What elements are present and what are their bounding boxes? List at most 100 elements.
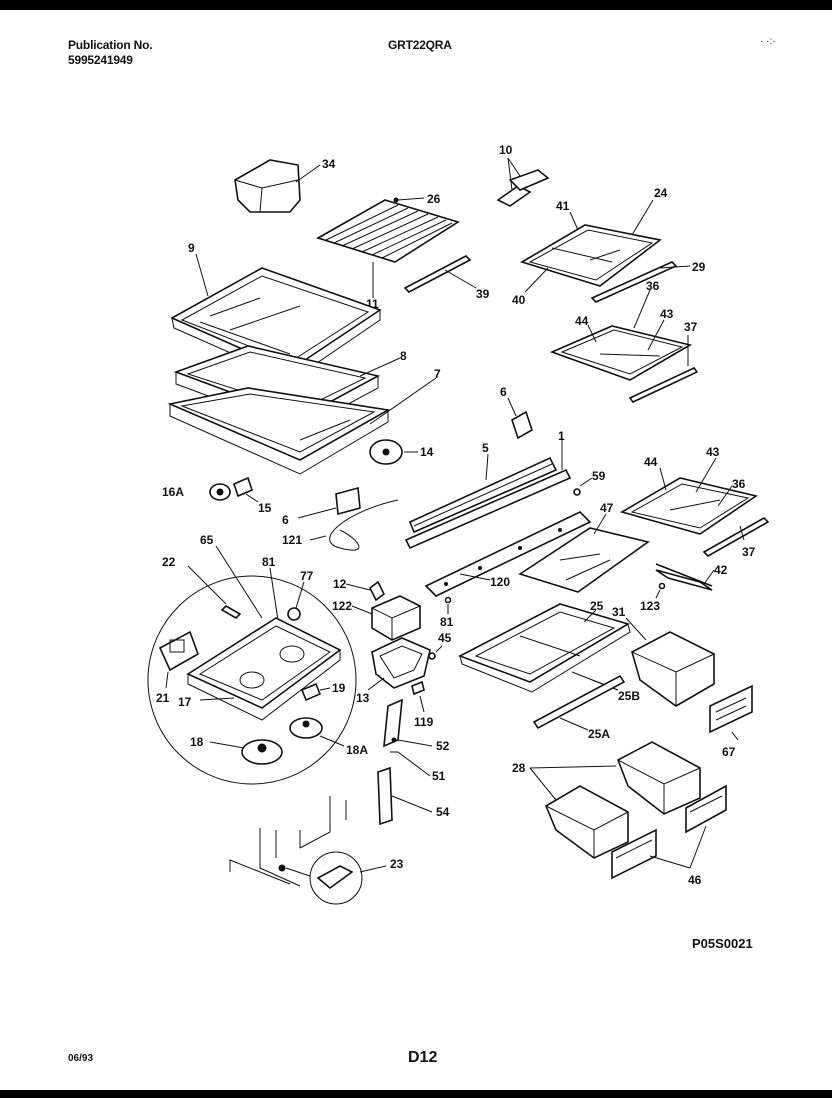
- callout-10: 10: [499, 143, 513, 157]
- part-54-duct[interactable]: 54: [377, 766, 450, 826]
- callout-28: 28: [512, 761, 526, 775]
- callout-23: 23: [390, 857, 404, 871]
- callout-14: 14: [420, 445, 434, 459]
- callout-40: 40: [512, 293, 526, 307]
- part-67-front[interactable]: 67: [709, 684, 753, 759]
- publication-label: Publication No.: [68, 38, 153, 52]
- part-123-screw[interactable]: 123: [640, 582, 666, 614]
- callout-18: 18: [190, 735, 204, 749]
- callout-121: 121: [282, 533, 302, 547]
- detail-circle: [147, 575, 357, 785]
- part-51-duct[interactable]: 51: [390, 751, 446, 783]
- callout-25: 25: [590, 599, 604, 613]
- callout-8: 8: [400, 349, 407, 363]
- part-52-bracket[interactable]: 52: [383, 698, 450, 753]
- callout-122: 122: [332, 599, 352, 613]
- callout-77: 77: [300, 569, 314, 583]
- callout-5: 5: [482, 441, 489, 455]
- callout-26: 26: [427, 192, 441, 206]
- bottom-border: [0, 1090, 832, 1098]
- callout-36b: 36: [732, 477, 746, 491]
- drawing-code: P05S0021: [692, 936, 753, 951]
- part-22-clip[interactable]: 22: [162, 555, 242, 619]
- part-122-housing[interactable]: 122: [332, 595, 421, 641]
- callout-52: 52: [436, 739, 450, 753]
- callout-44a: 44: [575, 314, 589, 328]
- part-120-bracket[interactable]: 120: [424, 511, 592, 597]
- part-43-shelf-lower[interactable]: 44 43 36 37: [619, 445, 770, 559]
- part-45-screw[interactable]: 45: [428, 631, 452, 660]
- part-15-motor[interactable]: 15: [233, 476, 272, 515]
- callout-54: 54: [436, 805, 450, 819]
- callout-7: 7: [434, 367, 441, 381]
- callout-17: 17: [178, 695, 192, 709]
- part-6-bracket-lower[interactable]: 6: [282, 486, 361, 527]
- callout-45: 45: [438, 631, 452, 645]
- callout-123: 123: [640, 599, 660, 613]
- callout-19: 19: [332, 681, 346, 695]
- part-21-motor-bracket[interactable]: 21: [156, 630, 199, 705]
- callout-37a: 37: [684, 320, 698, 334]
- callout-59: 59: [592, 469, 606, 483]
- corner-marks: · ·:·: [760, 36, 776, 47]
- part-29-rail[interactable]: 29: [590, 260, 706, 303]
- part-13-damper[interactable]: 13: [356, 637, 431, 705]
- part-42-rail[interactable]: 42: [655, 563, 728, 591]
- part-23-detail[interactable]: 23: [278, 851, 404, 905]
- part-7-crisper-pan[interactable]: 7: [167, 367, 441, 475]
- part-11-wire-shelf[interactable]: 11 26: [316, 192, 460, 311]
- part-59-screw[interactable]: 59: [573, 469, 606, 496]
- part-28-crisper-drawer[interactable]: 28: [512, 741, 701, 859]
- part-34-door-bin[interactable]: 34: [234, 157, 336, 213]
- part-25-drawer-frame[interactable]: 25 25B: [458, 599, 640, 703]
- part-81-screw-mid[interactable]: 81: [440, 596, 454, 630]
- part-14-control-knob[interactable]: 14: [369, 439, 434, 465]
- callout-36a: 36: [646, 279, 660, 293]
- part-43-shelf-upper[interactable]: 44 36 43 37: [549, 279, 699, 404]
- part-47-glass[interactable]: 47: [518, 501, 650, 593]
- part-40-glass-shelf[interactable]: 41 24 40: [512, 186, 668, 307]
- part-121-tube[interactable]: 121: [282, 499, 399, 551]
- callout-46: 46: [688, 873, 702, 887]
- callout-13: 13: [356, 691, 370, 705]
- part-25a-slide-rail[interactable]: 25A: [532, 674, 626, 741]
- publication-number: 5995241949: [68, 53, 133, 67]
- callout-119: 119: [414, 715, 434, 729]
- part-12-sensor[interactable]: 12: [333, 577, 386, 602]
- part-16a-fan[interactable]: 16A: [162, 483, 231, 501]
- callout-37b: 37: [742, 545, 756, 559]
- part-81-screw-detail[interactable]: 81: [262, 555, 279, 621]
- callout-15: 15: [258, 501, 272, 515]
- part-65-screw[interactable]: 65: [200, 533, 263, 619]
- part-19-connector[interactable]: 19: [300, 681, 346, 702]
- callout-6b: 6: [282, 513, 289, 527]
- callout-25a: 25A: [588, 727, 610, 741]
- callout-12: 12: [333, 577, 347, 591]
- callout-9: 9: [188, 241, 195, 255]
- callout-81a: 81: [262, 555, 276, 569]
- part-77-fan-hub[interactable]: 77: [287, 569, 314, 621]
- part-46-drawer-fronts[interactable]: 46: [611, 784, 727, 887]
- callout-47: 47: [600, 501, 614, 515]
- callout-51: 51: [432, 769, 446, 783]
- part-1-rail[interactable]: 1: [404, 429, 572, 550]
- part-6-bracket-upper[interactable]: 6: [500, 385, 533, 440]
- part-39-shelf-rail[interactable]: 39: [403, 255, 490, 301]
- part-31-pan[interactable]: 31: [612, 605, 715, 707]
- part-10-clips[interactable]: 10: [496, 143, 550, 207]
- part-18a-fan-blade[interactable]: 18A: [289, 717, 368, 757]
- part-119-clip[interactable]: 119: [411, 680, 434, 729]
- part-18-fan-blade[interactable]: 18: [190, 735, 283, 765]
- part-17-cover[interactable]: 17: [178, 617, 342, 721]
- callout-44b: 44: [644, 455, 658, 469]
- callout-16a: 16A: [162, 485, 184, 499]
- cabinet-outline: [229, 796, 347, 887]
- callout-42: 42: [714, 563, 728, 577]
- part-5-rail-cover[interactable]: 5: [408, 441, 558, 534]
- callout-24: 24: [654, 186, 668, 200]
- callout-43b: 43: [706, 445, 720, 459]
- part-9-crisper-cover[interactable]: 9: [170, 241, 382, 381]
- callout-120: 120: [490, 575, 510, 589]
- callout-31: 31: [612, 605, 626, 619]
